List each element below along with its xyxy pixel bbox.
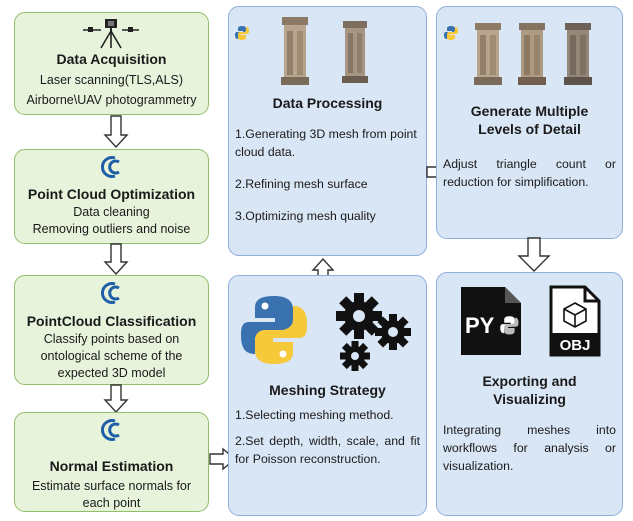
python-icon — [444, 26, 458, 40]
processing-step-1: 1.Generating 3D mesh from point cloud da… — [235, 127, 417, 159]
svg-text:PY: PY — [465, 313, 495, 338]
python-icon — [241, 296, 307, 364]
classification-line-1: Classify points based on — [43, 332, 180, 346]
file-obj-icon: OBJ — [549, 285, 601, 357]
processing-title: Data Processing — [272, 95, 383, 111]
cloudcompare-icon — [100, 156, 120, 178]
data-acquisition-box: Data Acquisition Laser scanning(TLS,ALS)… — [14, 12, 209, 115]
classification-title: PointCloud Classification — [26, 313, 197, 329]
cloudcompare-icon — [100, 282, 120, 304]
lod-title-line-1: Generate Multiple — [470, 103, 589, 119]
acquisition-line-2: Airborne\UAV photogrammetry — [26, 93, 197, 107]
optimization-line-1: Data cleaning — [73, 205, 150, 219]
export-text: Integrating meshes into workflows for an… — [443, 423, 616, 473]
down-arrow-1 — [103, 115, 129, 149]
processing-step-3: 3.Optimizing mesh quality — [235, 209, 376, 223]
point-cloud-optimization-box: Point Cloud Optimization Data cleaning R… — [14, 149, 209, 244]
meshing-step-1: 1.Selecting meshing method. — [235, 408, 394, 422]
pillar-model-icon — [281, 17, 309, 85]
normal-title: Normal Estimation — [49, 458, 174, 474]
meshing-step-2: 2.Set depth, width, scale, and fit for P… — [235, 434, 420, 466]
normal-line-1: Estimate surface normals for — [31, 479, 192, 493]
down-arrow-lod-to-export — [517, 237, 551, 272]
normal-line-2: each point — [82, 496, 141, 510]
levels-of-detail-box: Generate Multiple Levels of Detail Adjus… — [436, 6, 623, 239]
processing-step-2: 2.Refining mesh surface — [235, 177, 368, 191]
down-arrow-3 — [103, 384, 129, 414]
data-processing-box: Data Processing 1.Generating 3D mesh fro… — [228, 6, 427, 256]
normal-estimation-box: Normal Estimation Estimate surface norma… — [14, 412, 209, 512]
pillar-model-icon — [342, 21, 368, 83]
classification-line-2: ontological scheme of the — [40, 349, 183, 363]
python-icon — [235, 26, 249, 40]
meshing-strategy-box: Meshing Strategy 1.Selecting meshing met… — [228, 275, 427, 516]
tripod-scanner-icon — [83, 19, 139, 49]
pillar-model-icon — [518, 23, 546, 85]
svg-text:OBJ: OBJ — [560, 337, 591, 354]
down-arrow-2 — [103, 243, 129, 276]
point-cloud-classification-box: PointCloud Classification Classify point… — [14, 275, 209, 385]
optimization-line-2: Removing outliers and noise — [32, 222, 191, 236]
export-title-line-1: Exporting and — [482, 373, 577, 389]
acquisition-title: Data Acquisition — [56, 51, 167, 67]
pillar-model-icon — [474, 23, 502, 85]
optimization-title: Point Cloud Optimization — [27, 186, 196, 202]
pillar-model-icon — [564, 23, 592, 85]
acquisition-line-1: Laser scanning(TLS,ALS) — [39, 73, 184, 87]
file-py-icon: PY — [461, 287, 521, 355]
exporting-visualizing-box: PY OBJ Exporting and Visualizing Integra… — [436, 272, 623, 516]
export-title-line-2: Visualizing — [493, 391, 566, 407]
meshing-title: Meshing Strategy — [269, 382, 386, 398]
classification-line-3: expected 3D model — [57, 366, 166, 380]
cloudcompare-icon — [100, 419, 120, 441]
lod-title-line-2: Levels of Detail — [478, 121, 581, 137]
gears-icon — [336, 293, 411, 371]
lod-text: Adjust triangle count or reduction for s… — [443, 157, 616, 189]
